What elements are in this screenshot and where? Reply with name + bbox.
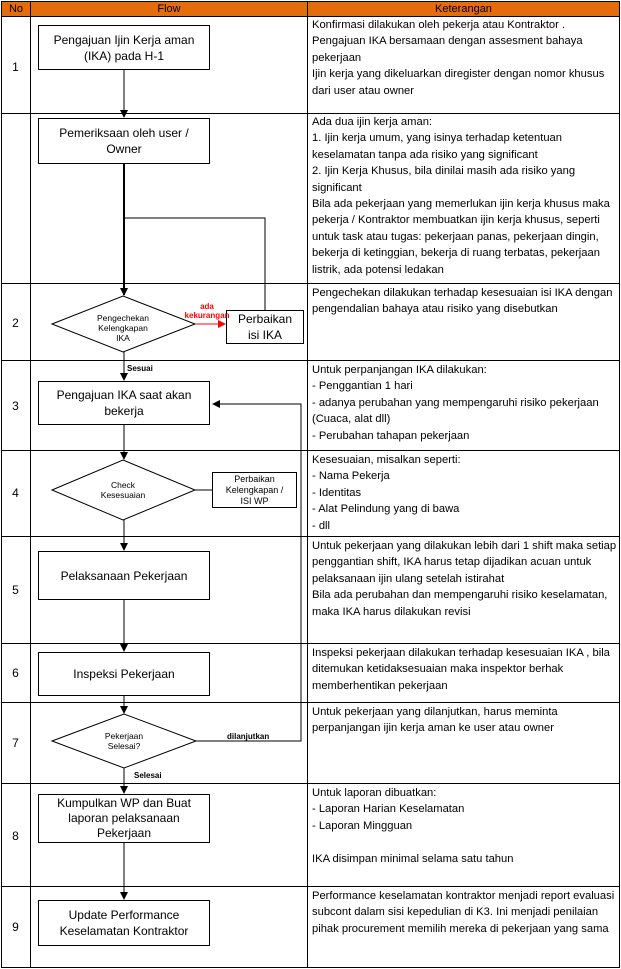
row-number-2: 2	[12, 316, 19, 330]
decision-selesai-label: Pekerjaan Selesai?	[104, 731, 144, 751]
process-perbaikan-isi-ika: Perbaikan isi IKA	[226, 310, 304, 344]
process-pengajuan-ika-bekerja: Pengajuan IKA saat akan bekerja	[38, 381, 210, 425]
keterangan-row-9: Performance keselamatan kontraktor menja…	[312, 890, 615, 935]
row-number-6: 6	[12, 666, 19, 680]
process-perbaikan-kelengkapan: Perbaikan Kelengkapan / ISI WP	[212, 472, 297, 508]
keterangan-row-5: Untuk pekerjaan yang dilakukan lebih dar…	[312, 540, 617, 618]
process-update-performance: Update Performance Keselamatan Kontrakto…	[38, 900, 210, 946]
keterangan-row-7: Untuk pekerjaan yang dilanjutkan, harus …	[312, 706, 558, 735]
keterangan-row-3: Untuk perpanjangan IKA dilakukan: - Peng…	[312, 364, 599, 442]
decision-kesesuaian-label: Check Kesesuaian	[100, 480, 146, 500]
label-ada-kekurangan: ada kekurangan	[184, 302, 230, 320]
row-number-9: 9	[12, 920, 19, 934]
row-number-3: 3	[12, 399, 19, 413]
keterangan-row-8: Untuk laporan dibuatkan: - Laporan Haria…	[312, 787, 514, 865]
row-number-7: 7	[12, 736, 19, 750]
row-number-8: 8	[12, 829, 19, 843]
keterangan-row-4: Kesesuaian, misalkan seperti: - Nama Pek…	[312, 454, 461, 532]
process-pengajuan-ika-h1: Pengajuan Ijin Kerja aman (IKA) pada H-1	[38, 25, 210, 70]
keterangan-row-1b: Ada dua ijin kerja aman: 1. Ijin kerja u…	[312, 116, 610, 276]
process-pemeriksaan-user: Pemeriksaan oleh user / Owner	[38, 118, 210, 164]
row-number-5: 5	[12, 583, 19, 597]
keterangan-row-6: Inspeksi pekerjaan dilakukan terhadap ke…	[312, 647, 610, 692]
keterangan-row-2: Pengechekan dilakukan terhadap kesesuaia…	[312, 287, 613, 316]
label-dilanjutkan: dilanjutkan	[227, 732, 270, 741]
decision-kelengkapan-label: Pengechekan Kelengkapan IKA	[97, 313, 149, 343]
process-kumpulkan-wp: Kumpulkan WP dan Buat laporan pelaksanaa…	[38, 794, 210, 843]
process-pelaksanaan-pekerjaan: Pelaksanaan Pekerjaan	[38, 551, 210, 600]
process-inspeksi-pekerjaan: Inspeksi Pekerjaan	[38, 652, 210, 696]
label-selesai: Selesai	[134, 771, 162, 780]
row-number-4: 4	[12, 486, 19, 500]
keterangan-row-1: Konfirmasi dilakukan oleh pekerja atau K…	[312, 19, 605, 97]
row-number-1: 1	[12, 60, 19, 74]
label-sesuai: Sesuai	[127, 364, 153, 373]
